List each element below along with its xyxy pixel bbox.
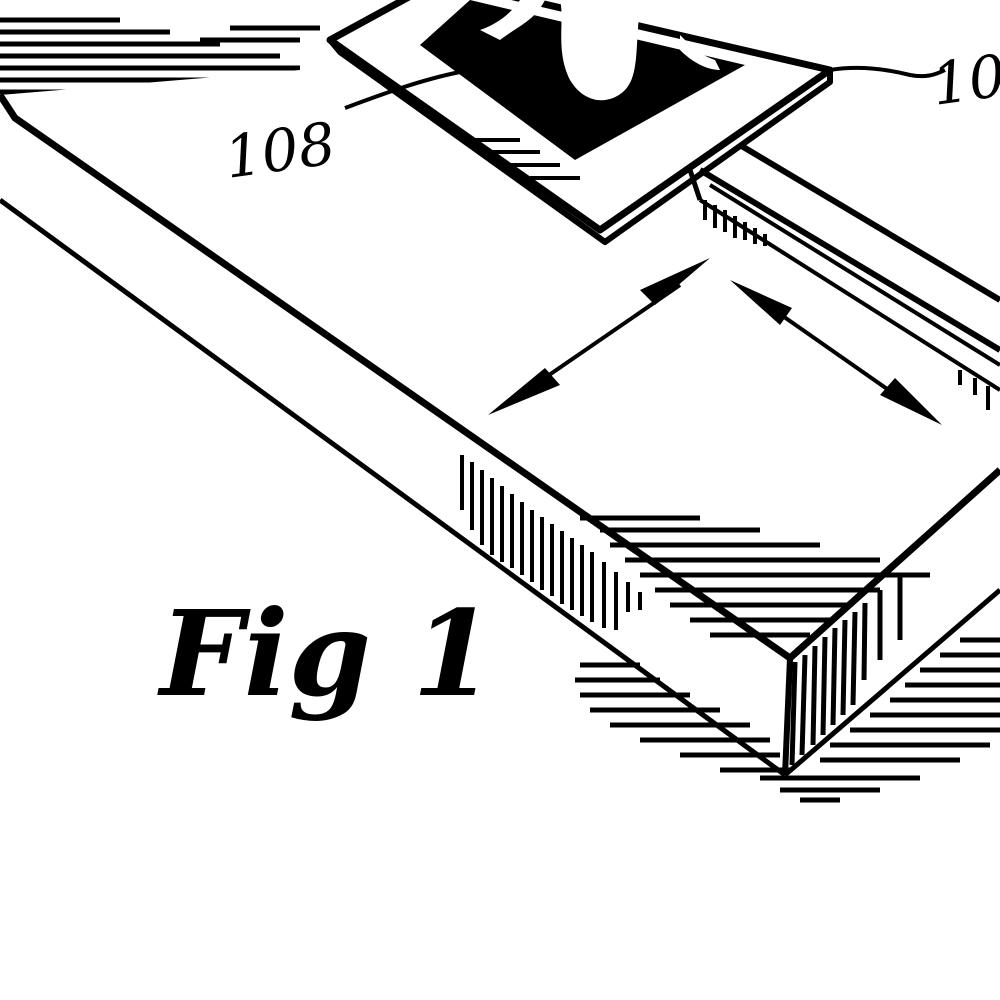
platform-right-top-edge: [787, 467, 1000, 661]
shadow-hatching-top-left: [0, 17, 320, 107]
specimen-detail-2: [680, 35, 720, 70]
ground-shadow-hatching: [575, 515, 1000, 803]
specimen-detail: [480, 0, 545, 40]
rail-shading: [703, 200, 990, 410]
slide-shadow: [470, 138, 580, 180]
figure-caption: Fig 1: [157, 584, 494, 723]
reference-label-108: 108: [220, 109, 339, 192]
specimen-shape: [560, 0, 640, 101]
platform-top-surface: [0, 60, 1000, 660]
reference-label-10: 10: [927, 41, 1000, 119]
movement-arrow-diagonal-left: [488, 258, 710, 415]
specimen-slide: [326, 0, 834, 245]
guide-rail: [687, 142, 1000, 392]
slide-edge: [327, 38, 833, 245]
front-face-shading: [460, 455, 642, 630]
end-face-shading: [789, 575, 903, 766]
platform-front-top-edge: [0, 93, 793, 661]
platform-corner-edge: [782, 657, 793, 776]
leader-line-108: [344, 67, 526, 110]
leader-line-10: [829, 65, 946, 79]
movement-arrow-diagonal-right: [730, 280, 942, 425]
platform-right-bottom-edge: [783, 588, 1000, 777]
